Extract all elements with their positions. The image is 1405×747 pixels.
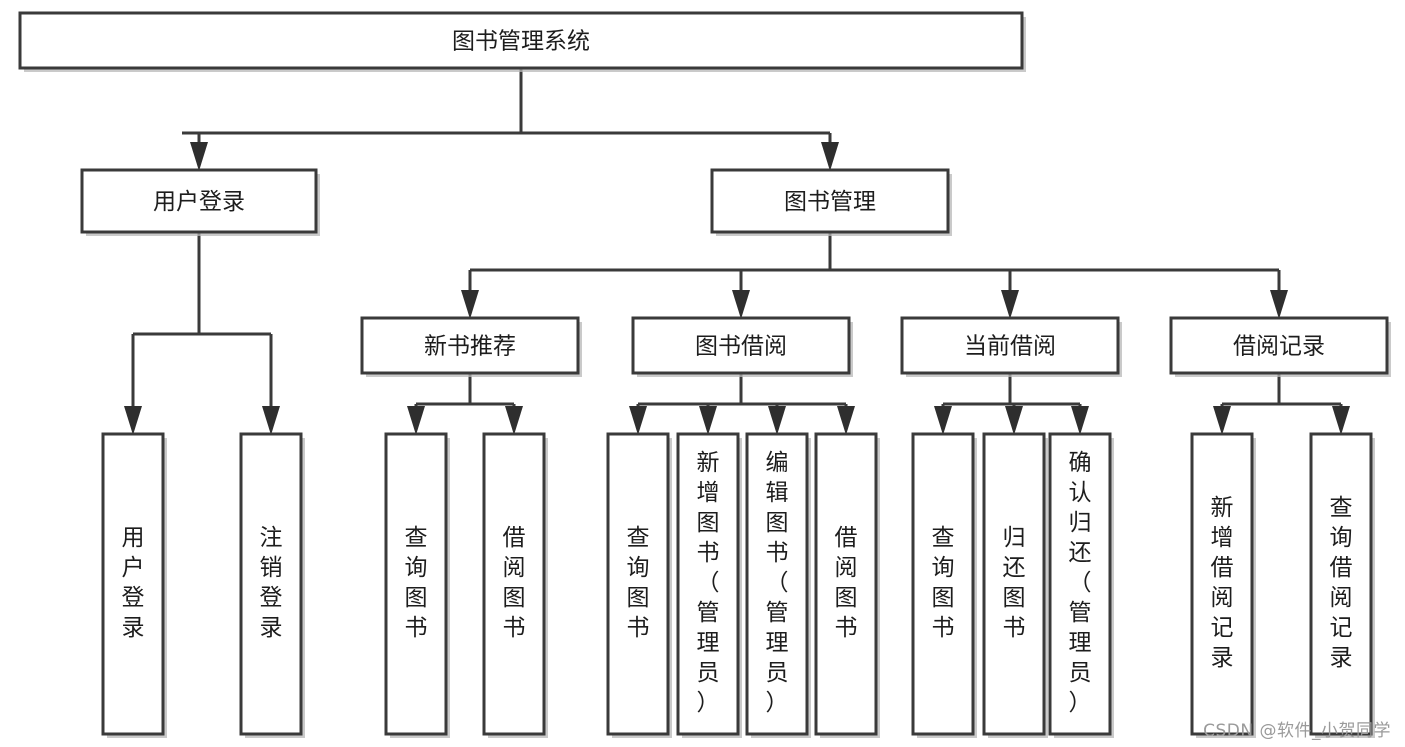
- node-box[interactable]: [80, 168, 318, 234]
- arrow-head-icon: [262, 406, 280, 435]
- node-label: 新增借阅记录: [1211, 495, 1234, 671]
- node-box[interactable]: [982, 432, 1046, 736]
- node-box[interactable]: [384, 432, 448, 736]
- node-box[interactable]: [360, 316, 580, 375]
- node-lf-3[interactable]: 借阅图书: [482, 432, 548, 738]
- node-box[interactable]: [1190, 432, 1254, 736]
- node-label: 查询借阅记录: [1330, 495, 1353, 671]
- node-box[interactable]: [18, 11, 1024, 70]
- node-l2-0[interactable]: 新书推荐: [360, 316, 582, 377]
- node-label: 图书借阅: [695, 334, 787, 360]
- node-label: 用户登录: [122, 525, 145, 641]
- node-label: 编辑图书（管理员）: [766, 450, 789, 716]
- node-lf-5[interactable]: 新增图书（管理员）: [676, 432, 742, 738]
- node-label: 新增图书（管理员）: [697, 450, 720, 716]
- node-box[interactable]: [814, 432, 878, 736]
- node-lf-4[interactable]: 查询图书: [606, 432, 672, 738]
- node-label: 确认归还（管理员）: [1069, 450, 1092, 716]
- arrow-head-icon: [407, 406, 425, 435]
- node-box[interactable]: [900, 316, 1120, 375]
- node-l1-0[interactable]: 用户登录: [80, 168, 320, 236]
- arrow-head-icon: [699, 406, 717, 435]
- node-label: 查询图书: [405, 525, 428, 641]
- node-lf-2[interactable]: 查询图书: [384, 432, 450, 738]
- node-l2-3[interactable]: 借阅记录: [1169, 316, 1391, 377]
- arrow-head-icon: [1005, 406, 1023, 435]
- node-box[interactable]: [101, 432, 165, 736]
- node-root[interactable]: 图书管理系统: [18, 11, 1026, 72]
- node-box[interactable]: [631, 316, 851, 375]
- nodes-layer: 图书管理系统用户登录图书管理新书推荐图书借阅当前借阅借阅记录用户登录注销登录查询…: [18, 11, 1391, 738]
- arrow-head-icon: [768, 406, 786, 435]
- node-label: 当前借阅: [964, 334, 1056, 360]
- node-label: 新书推荐: [424, 334, 516, 360]
- node-lf-7[interactable]: 借阅图书: [814, 432, 880, 738]
- node-box[interactable]: [1169, 316, 1389, 375]
- node-box[interactable]: [710, 168, 950, 234]
- node-lf-0[interactable]: 用户登录: [101, 432, 167, 738]
- node-box[interactable]: [911, 432, 975, 736]
- node-lf-11[interactable]: 新增借阅记录: [1190, 432, 1256, 738]
- arrow-head-icon: [1001, 290, 1019, 319]
- arrow-head-icon: [1213, 406, 1231, 435]
- arrow-head-icon: [934, 406, 952, 435]
- node-label: 图书管理: [784, 189, 876, 215]
- connectors-layer: [124, 68, 1350, 435]
- node-box[interactable]: [606, 432, 670, 736]
- node-label: 查询图书: [932, 525, 955, 641]
- node-l1-1[interactable]: 图书管理: [710, 168, 952, 236]
- arrow-head-icon: [461, 290, 479, 319]
- node-lf-9[interactable]: 归还图书: [982, 432, 1048, 738]
- node-lf-10[interactable]: 确认归还（管理员）: [1048, 432, 1114, 738]
- node-label: 用户登录: [153, 189, 245, 215]
- arrow-head-icon: [837, 406, 855, 435]
- arrow-head-icon: [629, 406, 647, 435]
- node-label: 借阅图书: [835, 525, 858, 641]
- node-lf-12[interactable]: 查询借阅记录: [1309, 432, 1375, 738]
- node-box[interactable]: [745, 432, 809, 736]
- arrow-head-icon: [124, 406, 142, 435]
- node-lf-8[interactable]: 查询图书: [911, 432, 977, 738]
- arrow-head-icon: [1270, 290, 1288, 319]
- arrow-head-icon: [732, 290, 750, 319]
- node-label: 查询图书: [627, 525, 650, 641]
- node-l2-1[interactable]: 图书借阅: [631, 316, 853, 377]
- node-label: 图书管理系统: [452, 29, 590, 55]
- arrow-head-icon: [505, 406, 523, 435]
- node-lf-6[interactable]: 编辑图书（管理员）: [745, 432, 811, 738]
- node-box[interactable]: [239, 432, 303, 736]
- arrow-head-icon: [821, 142, 839, 171]
- node-lf-1[interactable]: 注销登录: [239, 432, 305, 738]
- node-label: 注销登录: [260, 525, 283, 641]
- node-box[interactable]: [1048, 432, 1112, 736]
- node-label: 借阅记录: [1233, 334, 1325, 360]
- arrow-head-icon: [1332, 406, 1350, 435]
- arrow-head-icon: [190, 142, 208, 171]
- arrow-head-icon: [1071, 406, 1089, 435]
- node-box[interactable]: [676, 432, 740, 736]
- node-label: 借阅图书: [503, 525, 526, 641]
- node-box[interactable]: [482, 432, 546, 736]
- node-l2-2[interactable]: 当前借阅: [900, 316, 1122, 377]
- node-box[interactable]: [1309, 432, 1373, 736]
- node-label: 归还图书: [1003, 525, 1026, 641]
